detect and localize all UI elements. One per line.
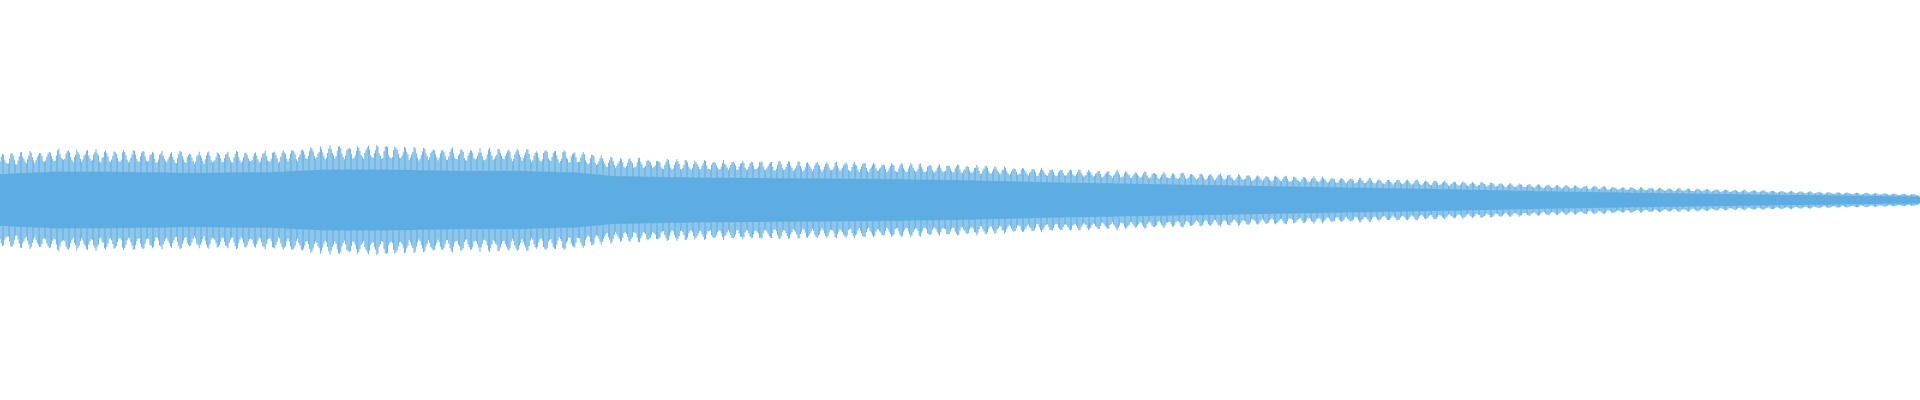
waveform-core (0, 169, 1920, 231)
waveform-trace (0, 144, 1920, 256)
